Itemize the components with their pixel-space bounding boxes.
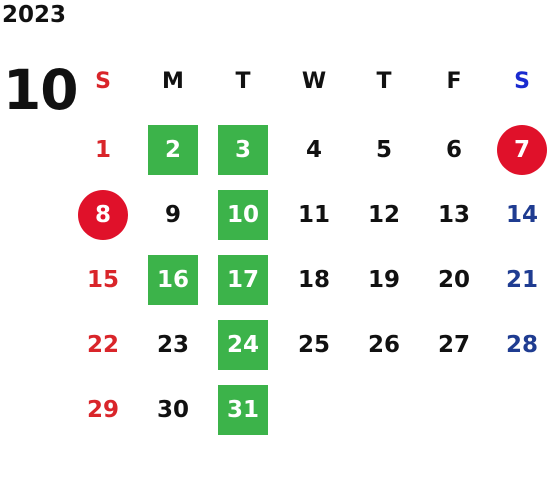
- day-cell-11[interactable]: 11: [287, 190, 341, 240]
- day-number: 30: [156, 397, 189, 423]
- highlight-square: [218, 385, 268, 435]
- holiday-circle: [497, 125, 547, 175]
- day-cell-8[interactable]: 8: [76, 190, 130, 240]
- day-number: 28: [505, 332, 538, 358]
- weekday-header-0: S: [95, 68, 111, 94]
- day-number: 12: [367, 202, 400, 228]
- day-cell-13[interactable]: 13: [427, 190, 481, 240]
- highlight-square: [218, 190, 268, 240]
- highlight-square: [218, 125, 268, 175]
- day-cell-29[interactable]: 29: [76, 385, 130, 435]
- day-number: 27: [437, 332, 470, 358]
- month-number: 10: [3, 58, 79, 122]
- day-number: 22: [86, 332, 119, 358]
- day-cell-28[interactable]: 28: [495, 320, 548, 370]
- day-cell-3[interactable]: 3: [216, 125, 270, 175]
- day-number: 6: [445, 137, 462, 163]
- day-cell-26[interactable]: 26: [357, 320, 411, 370]
- day-cell-31[interactable]: 31: [216, 385, 270, 435]
- highlight-square: [148, 255, 198, 305]
- day-number: 19: [367, 267, 400, 293]
- day-number: 10: [226, 202, 259, 228]
- day-number: 1: [94, 137, 111, 163]
- day-number: 7: [513, 137, 530, 163]
- holiday-circle: [78, 190, 128, 240]
- day-number: 16: [156, 267, 189, 293]
- day-number: 24: [226, 332, 259, 358]
- day-cell-24[interactable]: 24: [216, 320, 270, 370]
- day-number: 13: [437, 202, 470, 228]
- day-number: 17: [226, 267, 259, 293]
- day-number: 31: [226, 397, 259, 423]
- day-cell-25[interactable]: 25: [287, 320, 341, 370]
- day-cell-22[interactable]: 22: [76, 320, 130, 370]
- day-number: 5: [375, 137, 392, 163]
- day-number: 18: [297, 267, 330, 293]
- day-cell-20[interactable]: 20: [427, 255, 481, 305]
- day-cell-7[interactable]: 7: [495, 125, 548, 175]
- day-cell-16[interactable]: 16: [146, 255, 200, 305]
- day-cell-18[interactable]: 18: [287, 255, 341, 305]
- day-number: 20: [437, 267, 470, 293]
- weekday-header-5: F: [446, 68, 462, 94]
- day-cell-17[interactable]: 17: [216, 255, 270, 305]
- day-cell-15[interactable]: 15: [76, 255, 130, 305]
- day-number: 11: [297, 202, 330, 228]
- day-cell-1[interactable]: 1: [76, 125, 130, 175]
- day-number: 29: [86, 397, 119, 423]
- weekday-header-1: M: [162, 68, 184, 94]
- day-number: 9: [164, 202, 181, 228]
- day-number: 14: [505, 202, 538, 228]
- day-number: 15: [86, 267, 119, 293]
- weekday-header-2: T: [235, 68, 251, 94]
- day-cell-23[interactable]: 23: [146, 320, 200, 370]
- day-cell-14[interactable]: 14: [495, 190, 548, 240]
- day-cell-19[interactable]: 19: [357, 255, 411, 305]
- year-label: 2023: [2, 2, 67, 28]
- day-cell-27[interactable]: 27: [427, 320, 481, 370]
- day-cell-2[interactable]: 2: [146, 125, 200, 175]
- day-number: 21: [505, 267, 538, 293]
- day-cell-6[interactable]: 6: [427, 125, 481, 175]
- day-number: 23: [156, 332, 189, 358]
- day-cell-4[interactable]: 4: [287, 125, 341, 175]
- day-number: 26: [367, 332, 400, 358]
- weekday-header-6: S: [514, 68, 530, 94]
- day-number: 25: [297, 332, 330, 358]
- weekday-header-3: W: [301, 68, 327, 94]
- day-cell-12[interactable]: 12: [357, 190, 411, 240]
- day-cell-21[interactable]: 21: [495, 255, 548, 305]
- day-number: 2: [164, 137, 181, 163]
- highlight-square: [148, 125, 198, 175]
- day-cell-5[interactable]: 5: [357, 125, 411, 175]
- day-number: 3: [234, 137, 251, 163]
- day-number: 4: [305, 137, 322, 163]
- day-cell-9[interactable]: 9: [146, 190, 200, 240]
- day-number: 8: [94, 202, 111, 228]
- highlight-square: [218, 255, 268, 305]
- highlight-square: [218, 320, 268, 370]
- weekday-header-4: T: [376, 68, 392, 94]
- day-cell-30[interactable]: 30: [146, 385, 200, 435]
- day-cell-10[interactable]: 10: [216, 190, 270, 240]
